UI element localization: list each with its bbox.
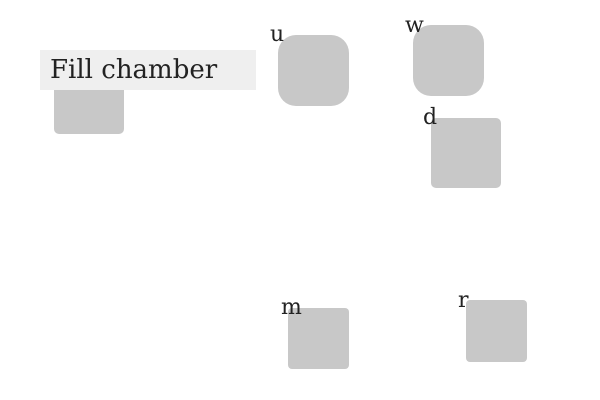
tile-r-label: r bbox=[458, 288, 469, 313]
tooltip: Fill chamber bbox=[40, 50, 256, 90]
tile-u-label: u bbox=[270, 22, 285, 47]
tile-w-label: w bbox=[405, 13, 424, 38]
tile-u[interactable] bbox=[278, 35, 349, 106]
tile-m-label: m bbox=[281, 295, 302, 320]
tile-r[interactable] bbox=[466, 300, 527, 362]
tile-d[interactable] bbox=[431, 118, 501, 188]
tile-d-label: d bbox=[423, 105, 438, 130]
tile-m[interactable] bbox=[288, 308, 349, 369]
tile-w[interactable] bbox=[413, 25, 484, 96]
